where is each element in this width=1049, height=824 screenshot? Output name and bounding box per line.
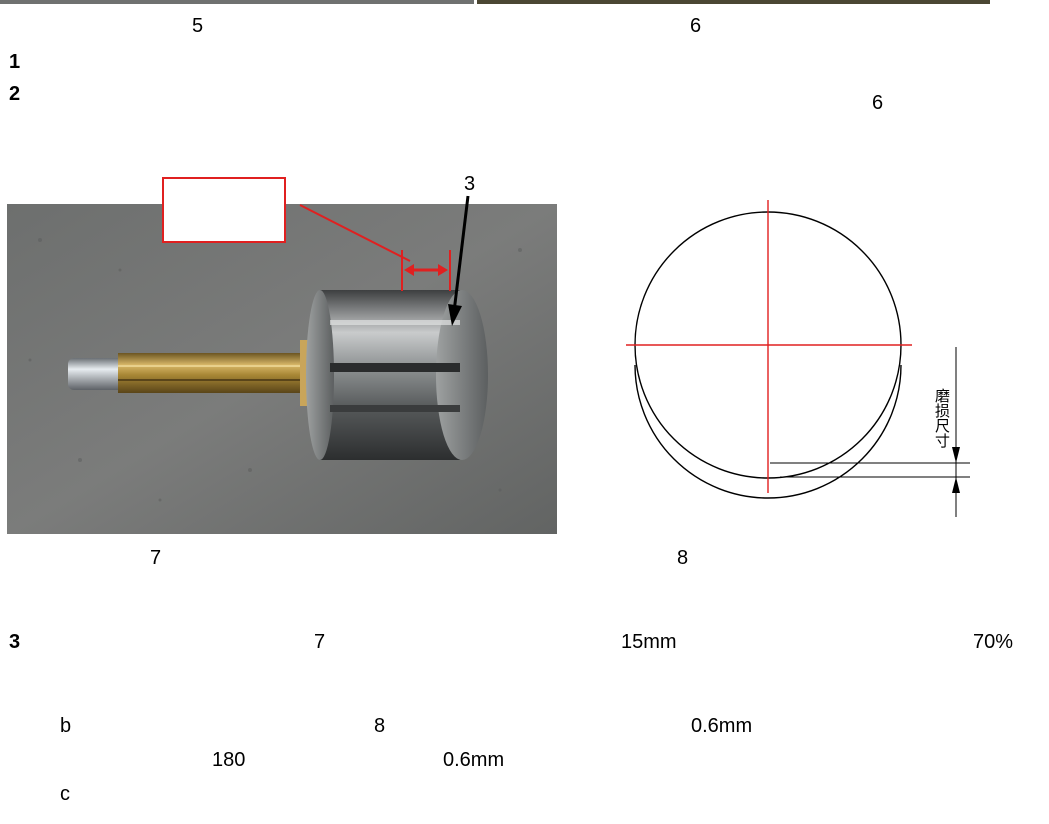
item-3-percent: 70% — [973, 631, 1014, 653]
wear-size-label: 磨损尺寸 — [933, 388, 951, 448]
photo-6-bottom-edge — [477, 0, 990, 4]
callout-leader — [299, 204, 451, 291]
sub-item-c-letter: c — [60, 783, 70, 805]
callout-box — [162, 177, 286, 243]
sub-item-b-value-2: 0.6mm — [443, 749, 505, 771]
item-3-number: 3 — [9, 631, 21, 653]
sub-item-b-angle: 180 — [212, 749, 246, 771]
caption-fig-6: 6 — [690, 15, 702, 37]
item-1-number: 1 — [9, 51, 21, 73]
figure-7-photo — [7, 204, 557, 534]
item-2-figure-ref: 6 — [872, 92, 884, 114]
caption-fig-5: 5 — [192, 15, 204, 37]
item-3-length: 15mm — [621, 631, 677, 653]
caption-fig-7: 7 — [150, 547, 162, 569]
sub-item-b-figure-ref: 8 — [374, 715, 386, 737]
item-2-number: 2 — [9, 83, 21, 105]
callout-number-3: 3 — [464, 173, 476, 195]
sub-item-b-letter: b — [60, 715, 72, 737]
figure-8-drawing — [626, 200, 970, 517]
callout-arrow — [448, 195, 470, 326]
item-3-figure-ref: 7 — [314, 631, 326, 653]
sub-item-b-value: 0.6mm — [691, 715, 753, 737]
caption-fig-8: 8 — [677, 547, 689, 569]
photo-5-bottom-edge — [0, 0, 474, 4]
